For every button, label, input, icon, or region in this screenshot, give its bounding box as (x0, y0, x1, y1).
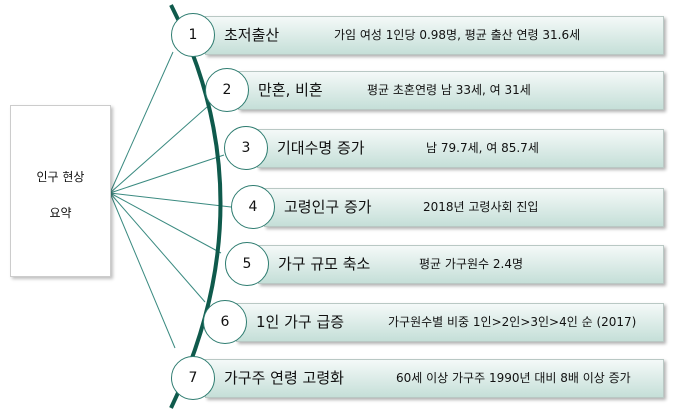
item-description: 평균 가구원수 2.4명 (419, 257, 523, 271)
item-description: 가구원수별 비중 1인>2인>3인>4인 순 (2017) (388, 315, 637, 329)
item-title: 기대수명 증가 (277, 139, 365, 157)
item-number-circle: 2 (205, 68, 249, 112)
item-bar-5: 가구 규모 축소 평균 가구원수 2.4명 (258, 245, 664, 284)
item-number-circle: 4 (231, 185, 275, 229)
item-description: 가임 여성 1인당 0.98명, 평균 출산 연령 31.6세 (334, 28, 581, 42)
item-description: 2018년 고령사회 진입 (423, 200, 539, 214)
item-description: 60세 이상 가구주 1990년 대비 8배 이상 증가 (396, 371, 631, 385)
summary-line2: 요약 (49, 206, 72, 220)
item-bar-1: 초저출산 가임 여성 1인당 0.98명, 평균 출산 연령 31.6세 (205, 16, 664, 55)
item-bar-2: 만혼, 비혼 평균 초혼연령 남 33세, 여 31세 (238, 71, 664, 110)
item-bar-3: 기대수명 증가 남 79.7세, 여 85.7세 (257, 129, 664, 168)
item-bar-4: 고령인구 증가 2018년 고령사회 진입 (264, 188, 664, 227)
item-description: 평균 초혼연령 남 33세, 여 31세 (367, 83, 531, 97)
item-number-circle: 1 (171, 13, 215, 57)
item-bar-7: 가구주 연령 고령화 60세 이상 가구주 1990년 대비 8배 이상 증가 (205, 359, 664, 398)
item-number-circle: 6 (203, 300, 247, 344)
item-description: 남 79.7세, 여 85.7세 (426, 141, 539, 155)
item-title: 1인 가구 급증 (256, 313, 345, 331)
summary-line1: 인구 현상 (36, 170, 85, 184)
item-number-circle: 3 (224, 126, 268, 170)
item-title: 만혼, 비혼 (258, 81, 323, 99)
item-title: 고령인구 증가 (284, 198, 372, 216)
item-number-circle: 7 (171, 356, 215, 400)
item-title: 초저출산 (224, 26, 280, 44)
item-number-circle: 5 (225, 242, 269, 286)
item-title: 가구주 연령 고령화 (224, 369, 344, 387)
summary-box: 인구 현상 요약 (10, 105, 111, 277)
item-title: 가구 규모 축소 (278, 255, 371, 273)
item-bar-6: 1인 가구 급증 가구원수별 비중 1인>2인>3인>4인 순 (2017) (236, 303, 664, 342)
spine-curve (169, 4, 223, 409)
